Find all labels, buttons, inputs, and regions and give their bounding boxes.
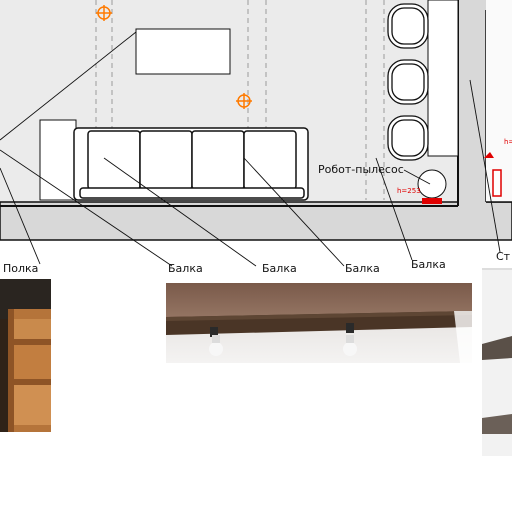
sofa	[73, 127, 309, 201]
label-beam-1: Балка	[168, 262, 203, 275]
label-robot: Робот-пылесос	[318, 163, 404, 176]
leader-lines	[0, 31, 501, 267]
shelf-photo	[0, 279, 51, 432]
label-beam-4: Балка	[411, 258, 446, 271]
robot-vacuum	[417, 169, 447, 199]
counter	[427, 0, 459, 157]
label-beam-3: Балка	[345, 262, 380, 275]
label-beam-2: Балка	[262, 262, 297, 275]
cabinet	[39, 119, 77, 201]
table	[135, 28, 231, 75]
side-photo	[482, 268, 512, 456]
label-height-top: h=	[504, 138, 512, 146]
label-height: h=253	[397, 187, 421, 195]
bar-stools	[387, 3, 429, 161]
ceiling-light-markers	[96, 5, 252, 109]
right-wall	[458, 0, 486, 206]
robot-dock-marker	[422, 198, 442, 204]
socket-marker	[492, 169, 502, 197]
label-cut-right: Ст	[496, 250, 511, 263]
beam-photo	[166, 283, 472, 363]
bottom-wall	[0, 201, 512, 241]
label-shelf: Полка	[3, 262, 38, 275]
